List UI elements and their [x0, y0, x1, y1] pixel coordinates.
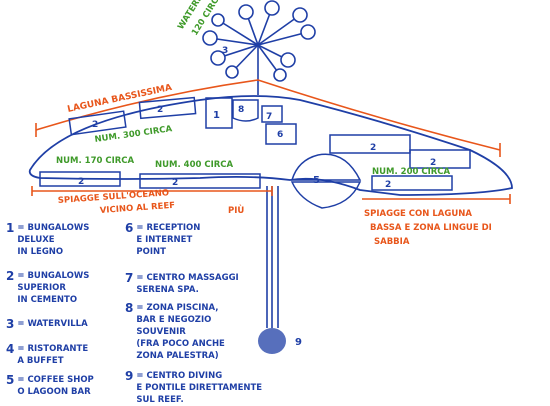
- legend-item-8: 8= ZONA PISCINA, BAR E NEGOZIO SOUVENIR …: [125, 302, 225, 362]
- legend-item-7: 7= CENTRO MASSAGGI SERENA SPA.: [125, 272, 239, 296]
- marker-7: 7: [266, 112, 272, 122]
- legend-item-1: 1= BUNGALOWS DELUXE IN LEGNO: [6, 222, 89, 258]
- marker-2e: 2: [78, 177, 84, 187]
- legend-text: = BUNGALOWS DELUXE IN LEGNO: [17, 223, 90, 257]
- legend-text: = WATERVILLA: [17, 319, 88, 329]
- legend-item-2: 2= BUNGALOWS SUPERIOR IN CEMENTO: [6, 270, 89, 306]
- legend-num: 9: [125, 369, 134, 383]
- legend-item-5: 5= COFFEE SHOP O LAGOON BAR: [6, 374, 94, 398]
- island-outline: [28, 95, 513, 196]
- legend-text: = BUNGALOWS SUPERIOR IN CEMENTO: [17, 271, 90, 305]
- legend-item-4: 4= RISTORANTE A BUFFET: [6, 343, 88, 367]
- label-num400: NUM. 400 CIRCA: [155, 160, 234, 170]
- marker-2a: 2: [92, 120, 98, 130]
- marker-2c: 2: [370, 143, 376, 153]
- legend-num: 8: [125, 301, 134, 315]
- label-piu: PIÙ: [228, 204, 244, 216]
- label-num300: NUM. 300 CIRCA: [94, 124, 173, 145]
- diving-centre-shape: [258, 328, 286, 354]
- marker-2g: 2: [385, 180, 391, 190]
- label-spiagge-laguna-1: SPIAGGE CON LAGUNA: [364, 209, 472, 219]
- legend-item-6: 6= RECEPTION E INTERNET POINT: [125, 222, 200, 258]
- legend-num: 3: [6, 317, 15, 331]
- legend-text: = RISTORANTE A BUFFET: [17, 344, 89, 366]
- marker-6: 6: [277, 130, 283, 140]
- legend-item-9: 9= CENTRO DIVING E PONTILE DIRETTAMENTE …: [125, 370, 262, 406]
- label-num170: NUM. 170 CIRCA: [56, 156, 135, 166]
- legend-text: = CENTRO MASSAGGI SERENA SPA.: [136, 273, 239, 295]
- label-spiagge-laguna-2: BASSA E ZONA LINGUE DI: [370, 223, 492, 233]
- legend-num: 5: [6, 373, 15, 387]
- marker-9: 9: [295, 337, 302, 348]
- legend-text: = ZONA PISCINA, BAR E NEGOZIO SOUVENIR (…: [136, 303, 225, 361]
- legend-text: = COFFEE SHOP O LAGOON BAR: [17, 375, 94, 397]
- marker-3: 3: [222, 46, 228, 56]
- legend-text: = RECEPTION E INTERNET POINT: [136, 223, 201, 257]
- water-villa-cluster: [202, 0, 316, 95]
- legend-text: = CENTRO DIVING E PONTILE DIRETTAMENTE S…: [136, 371, 263, 405]
- legend-num: 2: [6, 269, 15, 283]
- legend-num: 7: [125, 271, 134, 285]
- marker-2b: 2: [157, 105, 163, 115]
- marker-2d: 2: [430, 158, 436, 168]
- label-spiagge-oceano-2: VICINO AL REEF: [100, 201, 176, 216]
- label-spiagge-laguna-3: SABBIA: [374, 237, 410, 247]
- bungalow-blocks: [39, 96, 471, 209]
- marker-8: 8: [238, 105, 244, 115]
- legend-item-3: 3= WATERVILLA: [6, 318, 88, 332]
- diving-pier: [266, 186, 279, 328]
- legend-num: 6: [125, 221, 134, 235]
- marker-2f: 2: [172, 178, 178, 188]
- marker-1: 1: [213, 110, 220, 121]
- marker-5: 5: [313, 175, 320, 186]
- legend-num: 4: [6, 342, 15, 356]
- label-num200: NUM. 200 CIRCA: [372, 167, 451, 177]
- lagoon-shore-line: [35, 79, 501, 151]
- legend-num: 1: [6, 221, 15, 235]
